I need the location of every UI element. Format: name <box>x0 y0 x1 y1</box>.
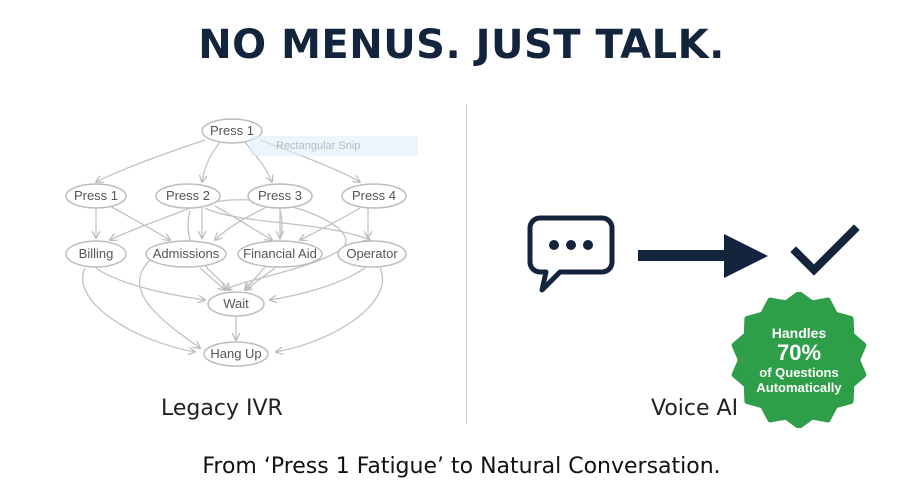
badge-automatically: Automatically <box>756 380 842 395</box>
legacy-ivr-label: Legacy IVR <box>161 396 283 421</box>
voice-ai-label: Voice AI <box>651 396 739 421</box>
node-financial-aid: Financial Aid <box>243 246 317 261</box>
node-press2: Press 2 <box>166 188 210 203</box>
node-operator: Operator <box>346 246 398 261</box>
chat-bubble-icon <box>527 215 615 293</box>
node-press3: Press 3 <box>258 188 302 203</box>
rectangular-snip-overlay: Rectangular Snip <box>250 136 418 156</box>
ivr-nodes: Press 1 Press 1 Press 2 Press 3 Press 4 … <box>65 118 407 367</box>
badge-questions: of Questions <box>759 365 839 380</box>
ivr-flow-diagram: Press 1 Press 1 Press 2 Press 3 Press 4 … <box>65 118 407 367</box>
panel-divider <box>466 104 467 424</box>
node-billing: Billing <box>79 246 114 261</box>
automation-badge: Handles 70% of Questions Automatically <box>731 292 867 428</box>
footer-caption: From ‘Press 1 Fatigue’ to Natural Conver… <box>202 454 721 479</box>
badge-percent: 70% <box>776 340 822 365</box>
page-title: NO MENUS. JUST TALK. <box>198 22 725 68</box>
badge-handles: Handles <box>771 325 827 341</box>
checkmark-icon <box>790 224 860 276</box>
badge-seal-icon <box>731 292 867 428</box>
node-hang-up: Hang Up <box>210 346 261 361</box>
node-admissions: Admissions <box>153 246 220 261</box>
ivr-connectors <box>82 139 383 352</box>
node-press1: Press 1 <box>74 188 118 203</box>
arrow-right-icon <box>638 234 768 278</box>
node-press1-top: Press 1 <box>210 123 254 138</box>
node-press4: Press 4 <box>352 188 396 203</box>
node-wait: Wait <box>223 296 249 311</box>
